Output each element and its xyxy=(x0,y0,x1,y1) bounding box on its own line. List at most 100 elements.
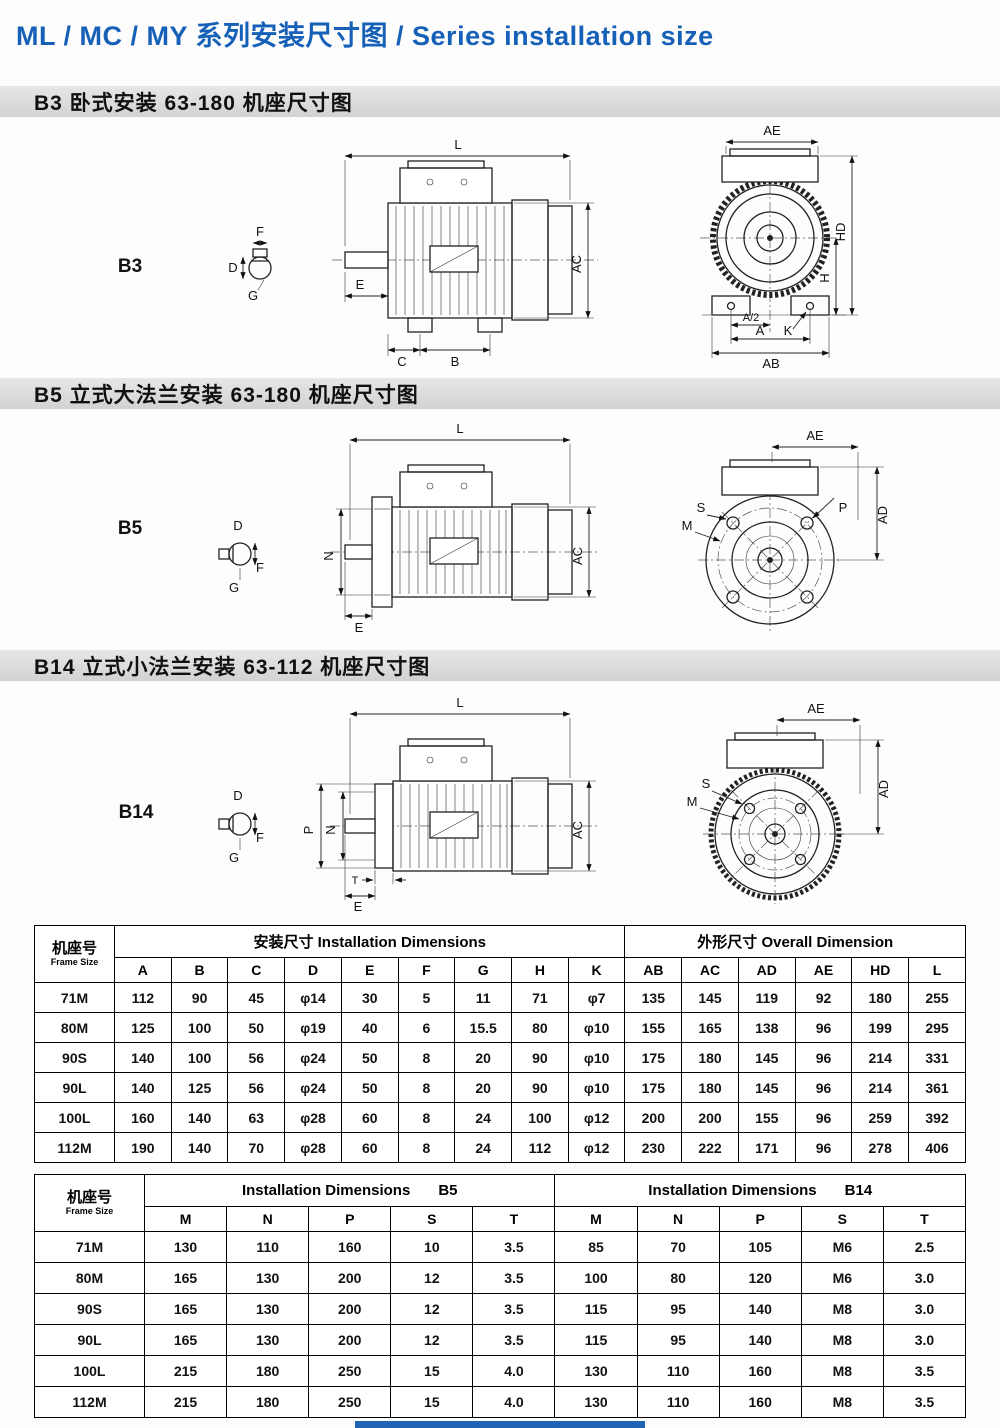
dim-label-D: D xyxy=(228,260,237,275)
column-letter-header: C xyxy=(227,957,286,983)
dimension-value-cell: 100 xyxy=(170,1012,229,1043)
dimension-value-cell: 56 xyxy=(227,1072,286,1103)
dimension-value-cell: 165 xyxy=(143,1262,228,1294)
overall-dimensions-header: 外形尺寸 Overall Dimension xyxy=(624,925,966,958)
dim-label-A2: A/2 xyxy=(743,312,760,324)
dimension-value-cell: 145 xyxy=(737,1072,796,1103)
dim-label-M: M xyxy=(682,518,693,533)
dimension-value-cell: 222 xyxy=(681,1132,739,1163)
dim-label-AC: AC xyxy=(570,547,585,565)
dimension-value-cell: 15 xyxy=(390,1355,474,1387)
b5-drawing: B5 D F G xyxy=(118,421,890,635)
column-letter-header: M xyxy=(554,1206,638,1232)
dimension-value-cell: 255 xyxy=(908,982,966,1013)
column-letter-header: F xyxy=(397,957,456,983)
dimension-value-cell: 3.5 xyxy=(472,1293,556,1325)
dim-label-F: F xyxy=(256,560,264,575)
b3-side-view: L E AC C B xyxy=(332,137,598,369)
dimension-value-cell: 8 xyxy=(397,1072,456,1103)
dimension-value-cell: 115 xyxy=(554,1324,638,1356)
dimension-value-cell: 112 xyxy=(511,1132,569,1163)
dimension-value-cell: 200 xyxy=(624,1102,683,1133)
b14-dimensions-label: Installation Dimensions xyxy=(648,1182,817,1199)
frame-size-cell: 90L xyxy=(34,1072,115,1103)
dimension-value-cell: 92 xyxy=(794,982,853,1013)
dim-label-F: F xyxy=(256,830,264,845)
dim-label-K: K xyxy=(784,323,793,338)
column-letter-header: E xyxy=(340,957,399,983)
dim-label-B: B xyxy=(451,354,460,369)
dimension-value-cell: 259 xyxy=(851,1102,910,1133)
dimension-value-cell: 70 xyxy=(636,1231,720,1263)
dimension-value-cell: 4.0 xyxy=(472,1355,556,1387)
dimension-value-cell: 160 xyxy=(308,1231,392,1263)
dimension-value-cell: 110 xyxy=(636,1386,720,1418)
dimension-value-cell: 200 xyxy=(308,1293,392,1325)
dimension-value-cell: 250 xyxy=(308,1355,392,1387)
dimension-value-cell: 140 xyxy=(718,1324,802,1356)
dimension-value-cell: 100 xyxy=(554,1262,638,1294)
dimension-value-cell: 10 xyxy=(390,1231,474,1263)
dimension-value-cell: 110 xyxy=(226,1231,310,1263)
column-letter-header: N xyxy=(226,1206,310,1232)
dimension-value-cell: 165 xyxy=(143,1293,228,1325)
dimension-value-cell: 215 xyxy=(143,1386,228,1418)
dim-label-L: L xyxy=(456,421,463,436)
dimension-value-cell: 3.0 xyxy=(882,1262,967,1294)
dimension-value-cell: 90 xyxy=(511,1042,569,1073)
dim-label-C: C xyxy=(397,354,406,369)
page-title: ML / MC / MY 系列安装尺寸图 / Series installati… xyxy=(16,14,714,53)
dimension-value-cell: 175 xyxy=(624,1072,683,1103)
dimension-value-cell: 392 xyxy=(908,1102,966,1133)
dimension-value-cell: 90 xyxy=(170,982,229,1013)
dimension-value-cell: 85 xyxy=(554,1231,638,1263)
frame-size-header-zh: 机座号 xyxy=(66,1189,112,1206)
dimension-value-cell: M8 xyxy=(800,1324,884,1356)
frame-size-cell: 100L xyxy=(34,1355,145,1387)
column-letter-header: N xyxy=(636,1206,720,1232)
dimension-value-cell: 96 xyxy=(794,1102,853,1133)
dim-label-M: M xyxy=(687,794,698,809)
section-header-b14: B14 立式小法兰安装 63-112 机座尺寸图 xyxy=(0,650,1000,681)
dimension-value-cell: φ10 xyxy=(567,1042,626,1073)
dimension-value-cell: 361 xyxy=(908,1072,966,1103)
dimension-value-cell: 3.0 xyxy=(882,1293,967,1325)
dimension-value-cell: 140 xyxy=(718,1293,802,1325)
dimension-value-cell: M6 xyxy=(800,1231,884,1263)
dimension-value-cell: 20 xyxy=(454,1042,513,1073)
dimension-value-cell: 3.5 xyxy=(472,1324,556,1356)
dim-label-G: G xyxy=(229,850,239,865)
b5-view-label: B5 xyxy=(118,518,143,539)
frame-size-cell: 112M xyxy=(34,1386,145,1418)
dimension-value-cell: 175 xyxy=(624,1042,683,1073)
dimension-value-cell: 100 xyxy=(511,1102,569,1133)
dimension-value-cell: 30 xyxy=(340,982,399,1013)
installation-dimensions-header: 安装尺寸 Installation Dimensions xyxy=(113,925,626,958)
dimension-value-cell: 165 xyxy=(681,1012,739,1043)
dimension-value-cell: 130 xyxy=(554,1386,638,1418)
frame-size-header-en: Frame Size xyxy=(65,1206,114,1216)
dimension-value-cell: 145 xyxy=(681,982,739,1013)
dimension-value-cell: 2.5 xyxy=(882,1231,967,1263)
column-letter-header: AE xyxy=(794,957,853,983)
b14-side-view: L P N AC T E xyxy=(301,695,598,914)
dimension-value-cell: φ24 xyxy=(284,1072,342,1103)
dimension-value-cell: 4.0 xyxy=(472,1386,556,1418)
dim-label-AE: AE xyxy=(763,123,781,138)
b5-tag: B5 xyxy=(438,1182,458,1199)
dimension-value-cell: 125 xyxy=(170,1072,229,1103)
frame-size-cell: 112M xyxy=(34,1132,115,1163)
dimension-value-cell: φ12 xyxy=(567,1132,626,1163)
